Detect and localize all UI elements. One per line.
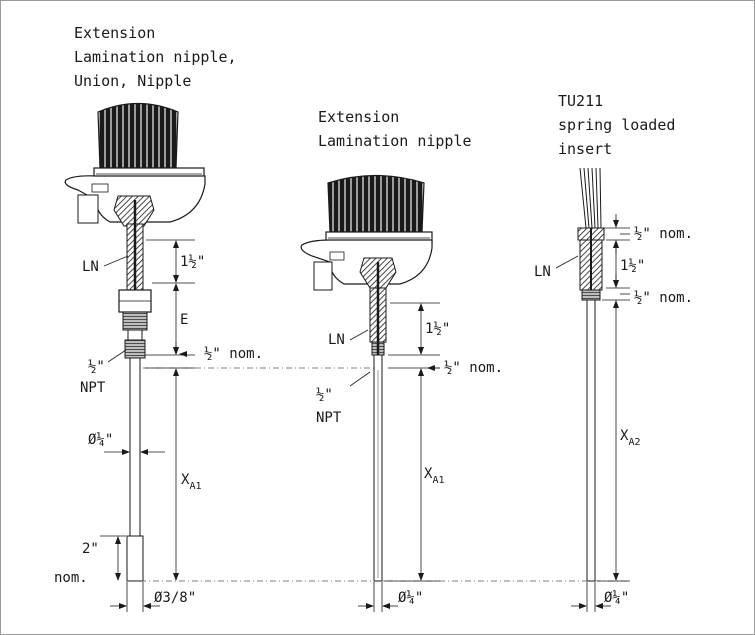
right-caption-line-2: spring loaded bbox=[558, 116, 675, 134]
left-dia-top: Ø¼" bbox=[88, 432, 113, 448]
left-union bbox=[118, 289, 152, 359]
left-tip-length: 2" bbox=[82, 541, 99, 557]
left-lamination-nipple bbox=[113, 195, 155, 291]
middle-terminal-head bbox=[300, 174, 433, 291]
right-lead-wires bbox=[579, 167, 602, 229]
left-caption-line-3: Union, Nipple bbox=[74, 72, 191, 90]
left-dim-half-nom: ½" nom. bbox=[204, 346, 263, 362]
left-terminal-head bbox=[64, 102, 206, 224]
left-tip-nom: nom. bbox=[54, 570, 88, 586]
left-dim-1-5: 1½" bbox=[180, 254, 205, 270]
right-caption-line-3: insert bbox=[558, 140, 612, 158]
middle-dim-1-5: 1½" bbox=[425, 321, 450, 337]
middle-caption-line-2: Lamination nipple bbox=[318, 132, 472, 150]
middle-ln-label: LN bbox=[328, 332, 345, 348]
middle-dia-tip: Ø¼" bbox=[398, 590, 423, 606]
left-ln-label: LN bbox=[82, 259, 99, 275]
left-caption-line-2: Lamination nipple, bbox=[74, 48, 237, 66]
middle-thermowell-stem bbox=[373, 354, 383, 582]
middle-npt-fraction: ½" bbox=[316, 387, 333, 403]
right-assembly: TU211 spring loaded insert ½" bbox=[534, 92, 693, 612]
right-caption-line-1: TU211 bbox=[558, 92, 603, 110]
left-thermowell-stem bbox=[126, 357, 144, 582]
left-assembly: Extension Lamination nipple, Union, Nipp… bbox=[54, 24, 263, 612]
right-dim-half-nom-bottom: ½" nom. bbox=[634, 290, 693, 306]
left-xa-label: XA1 bbox=[181, 472, 201, 492]
left-dia-tip: Ø3/8" bbox=[154, 590, 196, 606]
middle-npt-label: NPT bbox=[316, 410, 342, 426]
right-dim-1-5: 1½" bbox=[620, 258, 645, 274]
left-npt-fraction: ½" bbox=[88, 359, 105, 375]
middle-xa-label: XA1 bbox=[424, 466, 444, 486]
right-dim-half-nom-top: ½" nom. bbox=[634, 226, 693, 242]
right-spring-loaded-insert bbox=[577, 227, 605, 582]
right-ln-label: LN bbox=[534, 264, 551, 280]
right-dia-tip: Ø¼" bbox=[604, 590, 629, 606]
middle-assembly: Extension Lamination nipple 1½" ½" no bbox=[300, 108, 503, 612]
middle-dim-half-nom: ½" nom. bbox=[444, 360, 503, 376]
left-dim-e: E bbox=[180, 312, 188, 328]
middle-lamination-nipple bbox=[359, 257, 397, 356]
middle-caption-line-1: Extension bbox=[318, 108, 399, 126]
left-npt-label: NPT bbox=[80, 380, 106, 396]
left-caption-line-1: Extension bbox=[74, 24, 155, 42]
right-xa-label: XA2 bbox=[620, 428, 640, 448]
